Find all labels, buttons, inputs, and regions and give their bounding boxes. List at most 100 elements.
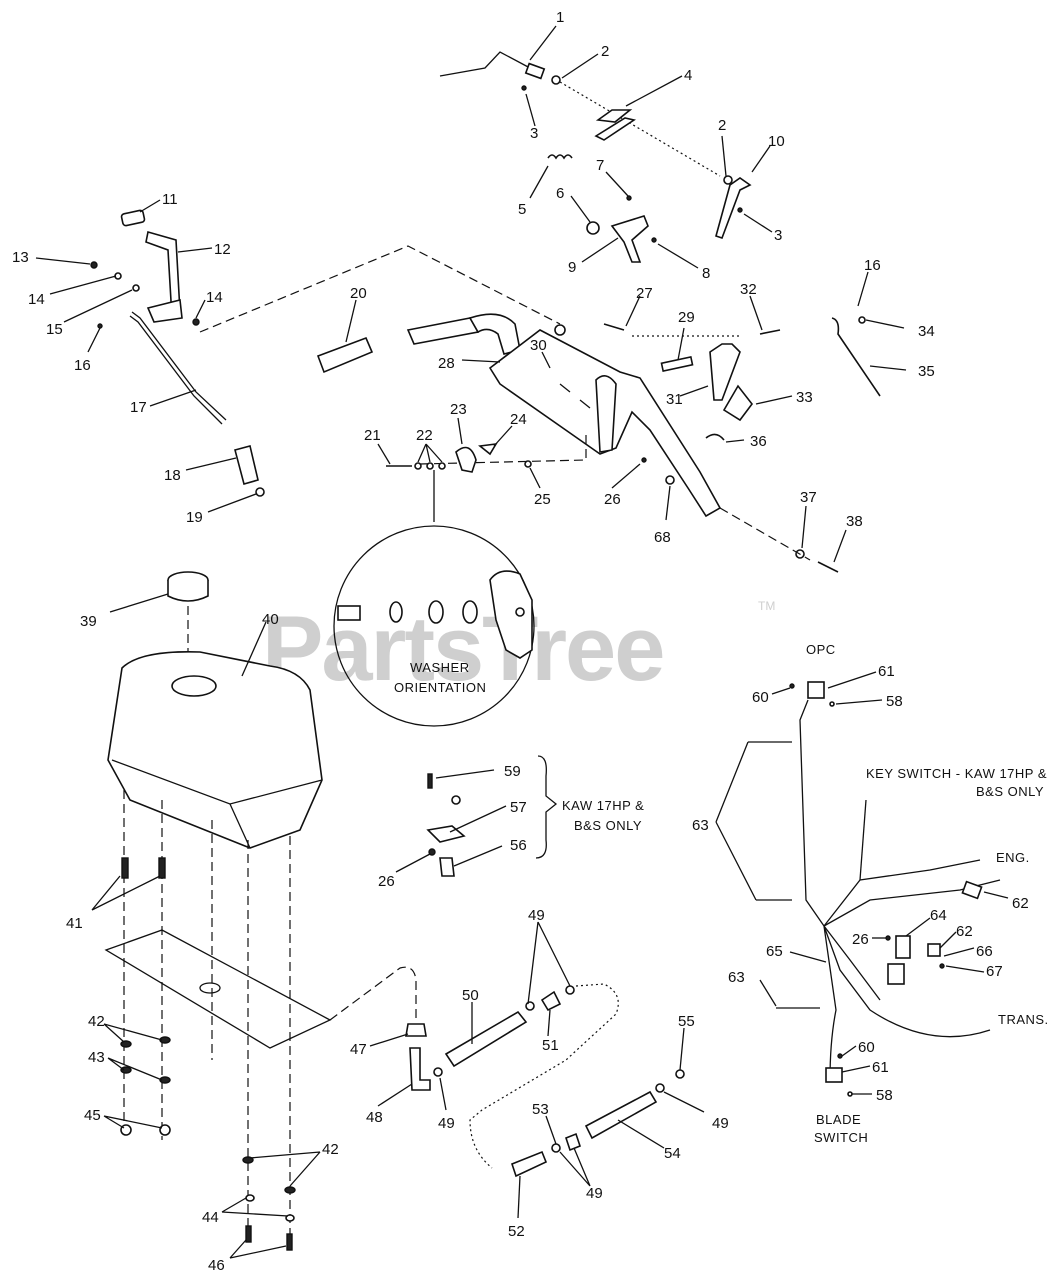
callout-59: 59 [504, 763, 521, 780]
callout-5: 5 [518, 201, 526, 218]
callout-24: 24 [510, 411, 527, 428]
kaw-note-line1: KAW 17HP & [562, 798, 644, 813]
callout-60: 60 [858, 1039, 875, 1056]
callout-2: 2 [601, 43, 609, 60]
callout-36: 36 [750, 433, 767, 450]
callout-63: 63 [692, 817, 709, 834]
callout-48: 48 [366, 1109, 383, 1126]
callout-28: 28 [438, 355, 455, 372]
callout-43: 43 [88, 1049, 105, 1066]
callout-38: 38 [846, 513, 863, 530]
callout-32: 32 [740, 281, 757, 298]
callout-26: 26 [852, 931, 869, 948]
callout-11: 11 [162, 191, 178, 208]
callout-47: 47 [350, 1041, 367, 1058]
callout-16: 16 [74, 357, 91, 374]
callout-35: 35 [918, 363, 935, 380]
callout-53: 53 [532, 1101, 549, 1118]
callout-57: 57 [510, 799, 527, 816]
kaw-note-line2: B&S ONLY [574, 818, 642, 833]
kaw-switch-assembly [426, 755, 558, 877]
callout-14: 14 [28, 291, 45, 308]
callout-39: 39 [80, 613, 97, 630]
fuel-line-assembly [329, 966, 685, 1178]
callout-45: 45 [84, 1107, 101, 1124]
lift-lever-assembly [90, 209, 561, 497]
callout-40: 40 [262, 611, 279, 628]
callout-7: 7 [596, 157, 604, 174]
callout-21: 21 [364, 427, 381, 444]
callout-34: 34 [918, 323, 935, 340]
blade-switch-line2: SWITCH [814, 1130, 868, 1145]
callout-60: 60 [752, 689, 769, 706]
callout-18: 18 [164, 467, 181, 484]
callout-49: 49 [438, 1115, 455, 1132]
callout-22: 22 [416, 427, 433, 444]
callout-63: 63 [728, 969, 745, 986]
trans-label: TRANS. [998, 1012, 1049, 1027]
callout-1: 1 [556, 9, 564, 26]
callout-27: 27 [636, 285, 653, 302]
callout-33: 33 [796, 389, 813, 406]
washer-note-line2: ORIENTATION [394, 680, 486, 695]
callout-54: 54 [664, 1145, 681, 1162]
callout-labels: 1 2 3 4 2 10 3 5 7 6 9 8 11 12 13 14 14 … [12, 9, 1029, 1274]
callout-42: 42 [88, 1013, 105, 1030]
callout-16: 16 [864, 257, 881, 274]
opc-label: OPC [806, 642, 836, 657]
callout-44: 44 [202, 1209, 219, 1226]
callout-17: 17 [130, 399, 147, 416]
callout-19: 19 [186, 509, 203, 526]
callout-3: 3 [530, 125, 538, 142]
callout-66: 66 [976, 943, 993, 960]
callout-25: 25 [534, 491, 551, 508]
callout-42: 42 [322, 1141, 339, 1158]
washer-orientation-detail: WASHER ORIENTATION [333, 525, 535, 727]
callout-20: 20 [350, 285, 367, 302]
handle-bracket-assembly [316, 313, 881, 573]
callout-58: 58 [886, 693, 903, 710]
callout-26: 26 [378, 873, 395, 890]
eng-label: ENG. [996, 850, 1030, 865]
callout-30: 30 [530, 337, 547, 354]
callout-6: 6 [556, 185, 564, 202]
callout-13: 13 [12, 249, 29, 266]
callout-62: 62 [956, 923, 973, 940]
callout-31: 31 [666, 391, 683, 408]
callout-15: 15 [46, 321, 63, 338]
callout-55: 55 [678, 1013, 695, 1030]
callout-68: 68 [654, 529, 671, 546]
callout-41: 41 [66, 915, 83, 932]
callout-26: 26 [604, 491, 621, 508]
callout-49: 49 [528, 907, 545, 924]
fuel-tank-assembly [104, 571, 332, 1251]
callout-51: 51 [542, 1037, 559, 1054]
callout-46: 46 [208, 1257, 225, 1274]
callout-14: 14 [206, 289, 223, 306]
callout-58: 58 [876, 1087, 893, 1104]
control-rod-assembly [439, 51, 752, 263]
callout-65: 65 [766, 943, 783, 960]
callout-62: 62 [1012, 895, 1029, 912]
callout-10: 10 [768, 133, 785, 150]
callout-52: 52 [508, 1223, 525, 1240]
blade-switch-line1: BLADE [816, 1112, 861, 1127]
callout-23: 23 [450, 401, 467, 418]
callout-9: 9 [568, 259, 576, 276]
leader-lines [35, 25, 1009, 1259]
callout-56: 56 [510, 837, 527, 854]
callout-29: 29 [678, 309, 695, 326]
watermark-trademark: TM [758, 599, 775, 613]
callout-49: 49 [586, 1185, 603, 1202]
callout-4: 4 [684, 67, 692, 84]
diagram-notes: KAW 17HP & B&S ONLY OPC KEY SWITCH - KAW… [562, 642, 1049, 1145]
keyswitch-note-line2: B&S ONLY [976, 784, 1044, 799]
callout-50: 50 [462, 987, 479, 1004]
callout-67: 67 [986, 963, 1003, 980]
callout-2: 2 [718, 117, 726, 134]
callout-49: 49 [712, 1115, 729, 1132]
callout-61: 61 [872, 1059, 889, 1076]
callout-64: 64 [930, 907, 947, 924]
